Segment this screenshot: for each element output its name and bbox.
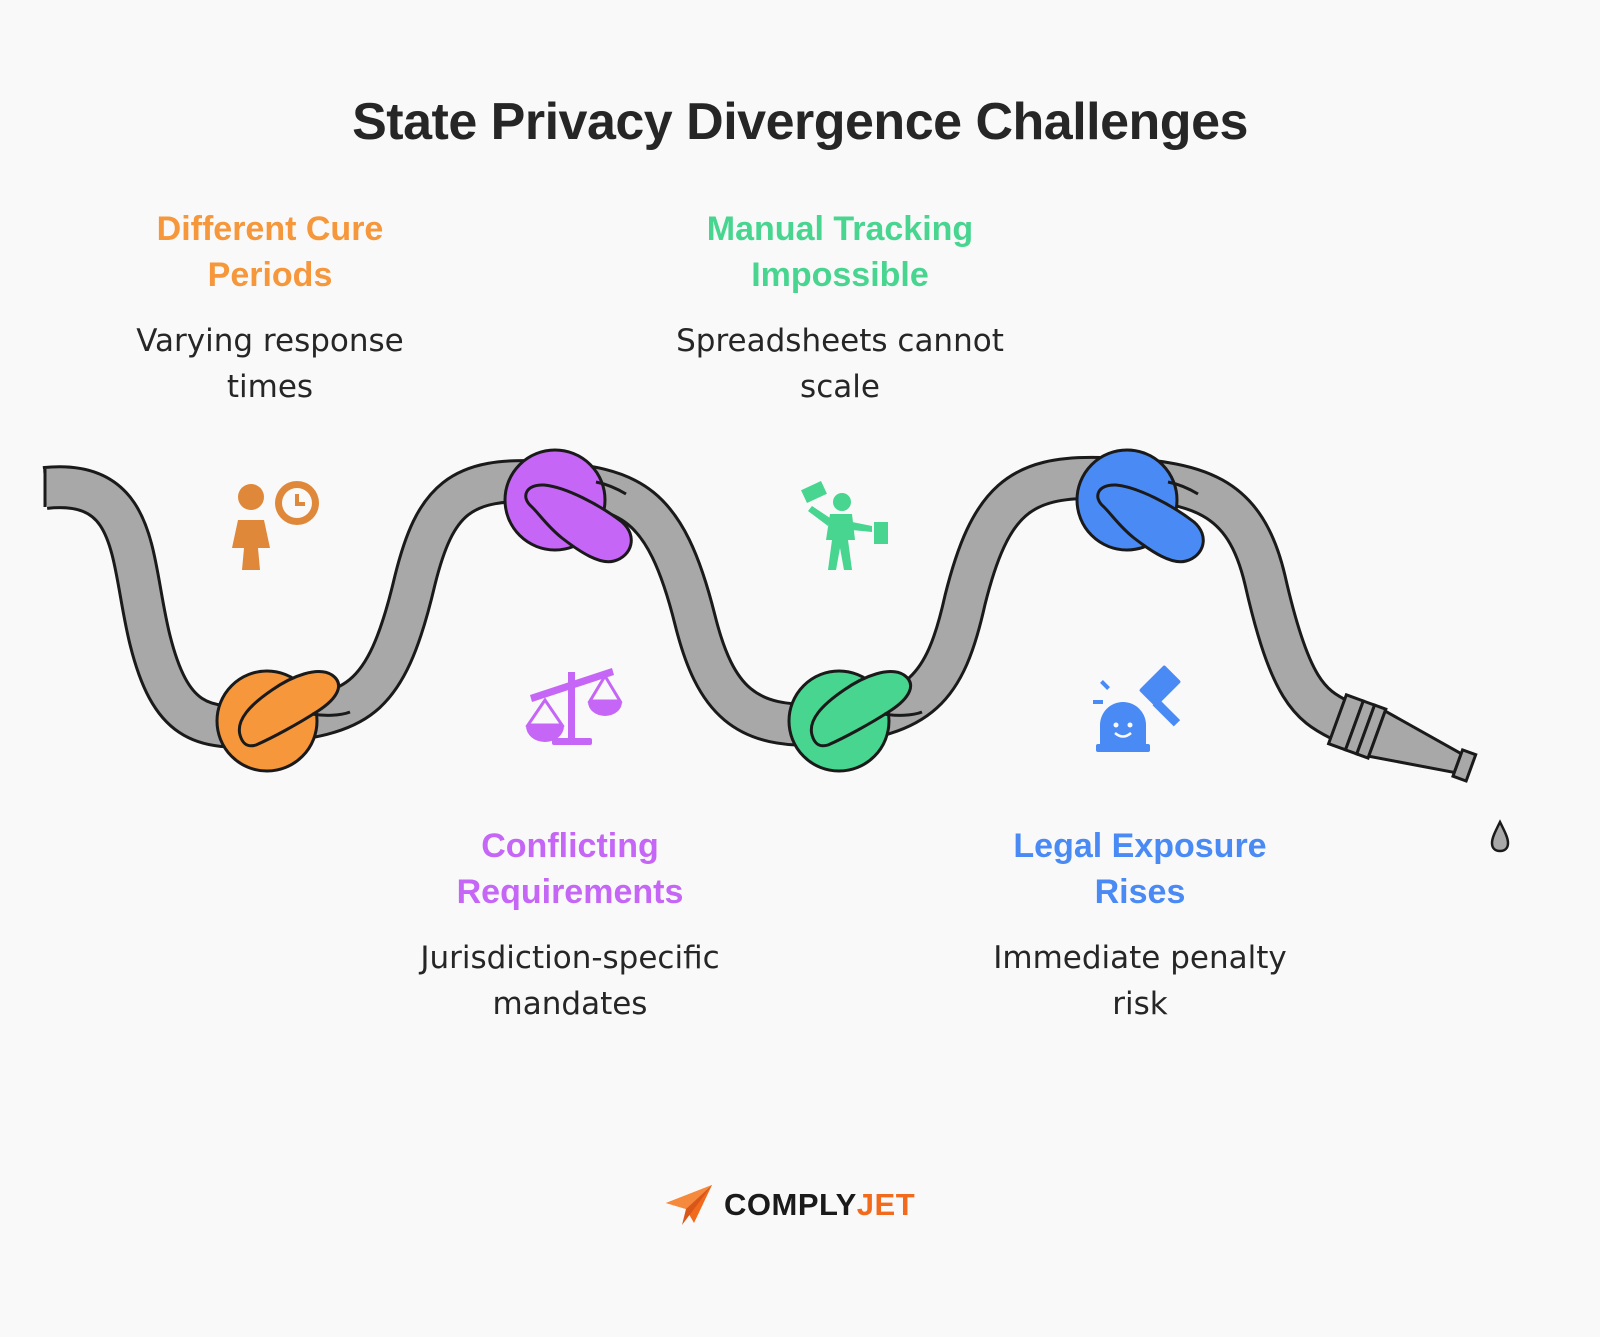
item-description: Immediate penalty risk — [993, 940, 1287, 1022]
item-title: Manual Tracking Impossible — [706, 210, 974, 294]
knot-purple — [503, 448, 633, 564]
knot-green — [787, 669, 923, 773]
alarm-gavel-icon — [1093, 665, 1181, 752]
item-title: Legal Exposure Rises — [1013, 827, 1267, 911]
scales-icon — [525, 668, 623, 745]
paper-plane-icon — [666, 1185, 712, 1225]
brand-name: COMPLYJET — [724, 1187, 915, 1223]
item-legal-exposure-rises: Legal Exposure Rises Immediate penalty r… — [930, 823, 1350, 1027]
person-clock-icon — [232, 481, 319, 570]
item-title: Different Cure Periods — [156, 210, 384, 294]
hose-nozzle — [1326, 692, 1478, 783]
item-title: Conflicting Requirements — [456, 827, 684, 911]
knot-blue — [1075, 448, 1205, 564]
knot-orange — [215, 669, 351, 773]
juggling-person-icon — [801, 481, 888, 570]
item-conflicting-requirements: Conflicting Requirements Jurisdiction-sp… — [360, 823, 780, 1027]
item-description: Spreadsheets cannot scale — [676, 323, 1004, 405]
item-description: Varying response times — [136, 323, 404, 405]
item-description: Jurisdiction-specific mandates — [420, 940, 720, 1022]
water-drop-icon — [1490, 819, 1510, 853]
item-different-cure-periods: Different Cure Periods Varying response … — [60, 206, 480, 410]
brand-logo: COMPLYJET — [664, 1180, 915, 1230]
page-title: State Privacy Divergence Challenges — [352, 93, 1248, 151]
brand-name-part1: COMPLY — [724, 1187, 857, 1222]
brand-name-part2: JET — [856, 1187, 916, 1222]
item-manual-tracking-impossible: Manual Tracking Impossible Spreadsheets … — [630, 206, 1050, 410]
